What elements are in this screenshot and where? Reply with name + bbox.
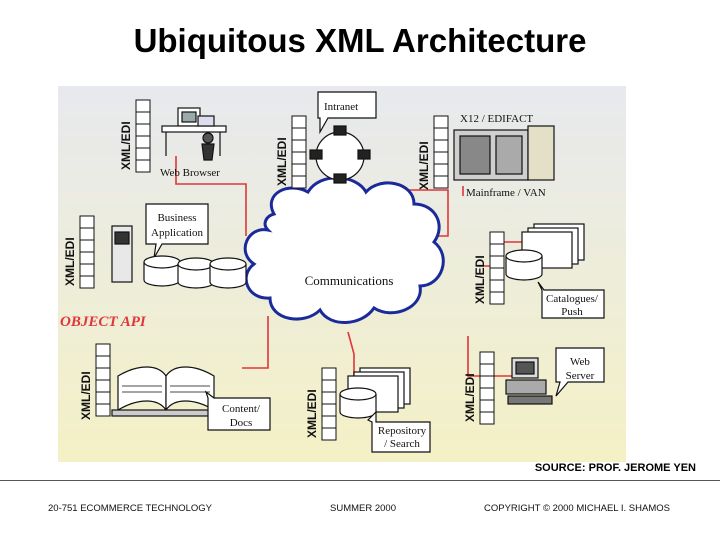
mainframe-node: X12 / EDIFACT Mainframe / VAN: [453, 113, 555, 199]
xml-edi-label: XML/EDI: [473, 255, 487, 304]
business-callout: [145, 203, 209, 259]
footer-course: 20-751 ECOMMERCE TECHNOLOGY: [48, 503, 213, 514]
footer-divider: [0, 480, 720, 481]
xml-edi-stacks: XML/EDI XML/EDI XML/EDI XML/EDI XML/EDI …: [63, 99, 505, 441]
xml-edi-label: XML/EDI: [275, 137, 289, 186]
content-label: Content/: [222, 403, 261, 415]
web-browser-node: Web Browser: [160, 107, 227, 179]
xml-edi-label: XML/EDI: [463, 373, 477, 422]
business-application-node: Business Application: [111, 203, 247, 289]
open-book-icon: [111, 366, 221, 417]
communications-cloud: Communications: [243, 176, 445, 324]
footer-term: SUMMER 2000: [330, 503, 396, 514]
database-icon: [339, 387, 377, 419]
architecture-diagram: Communications XML/EDI XML/EDI XML/EDI X…: [58, 86, 626, 462]
catalogues-callout: [537, 281, 605, 319]
content-callout: [204, 390, 271, 431]
workstation-icon: [161, 107, 227, 161]
server-label: Server: [566, 370, 595, 382]
network-ring-icon: [309, 125, 371, 184]
server-tower-icon: [111, 225, 133, 283]
application-label: Application: [151, 227, 203, 239]
web-server-callout: [555, 347, 605, 397]
footer-copyright: COPYRIGHT © 2000 MICHAEL I. SHAMOS: [484, 503, 670, 514]
repository-label: Repository: [378, 425, 427, 437]
database-icon: [505, 249, 543, 281]
catalogues-label: Catalogues/: [546, 293, 599, 305]
content-docs-node: Content/ Docs: [111, 366, 271, 431]
computer-icon: [505, 357, 553, 405]
xml-edi-label: XML/EDI: [119, 121, 133, 170]
xml-edi-label: XML/EDI: [79, 371, 93, 420]
web-browser-label: Web Browser: [160, 167, 220, 179]
intranet-node: Intranet: [309, 91, 377, 184]
mainframe-icon: [453, 125, 555, 181]
business-label: Business: [157, 212, 196, 224]
page-title: Ubiquitous XML Architecture: [133, 22, 587, 59]
xml-edi-label: XML/EDI: [417, 141, 431, 190]
source-credit: SOURCE: PROF. JEROME YEN: [534, 462, 696, 474]
communications-label: Communications: [305, 273, 394, 288]
intranet-label: Intranet: [324, 101, 358, 113]
database-icon: [143, 255, 247, 289]
search-label: / Search: [384, 438, 420, 450]
mainframe-van-label: Mainframe / VAN: [466, 187, 546, 199]
xml-edi-label: XML/EDI: [305, 389, 319, 438]
repository-callout: [366, 410, 431, 453]
docs-label: Docs: [230, 417, 253, 429]
catalogues-node: Catalogues/ Push: [505, 223, 605, 319]
xml-edi-label: XML/EDI: [63, 237, 77, 286]
x12-edifact-label: X12 / EDIFACT: [460, 113, 533, 125]
object-api-label: OBJECT API: [60, 314, 147, 330]
intranet-callout: [317, 91, 377, 135]
repository-node: Repository / Search: [339, 367, 431, 453]
web-server-node: Web Server: [505, 347, 605, 405]
web-label: Web: [570, 356, 590, 368]
push-label: Push: [561, 306, 583, 318]
